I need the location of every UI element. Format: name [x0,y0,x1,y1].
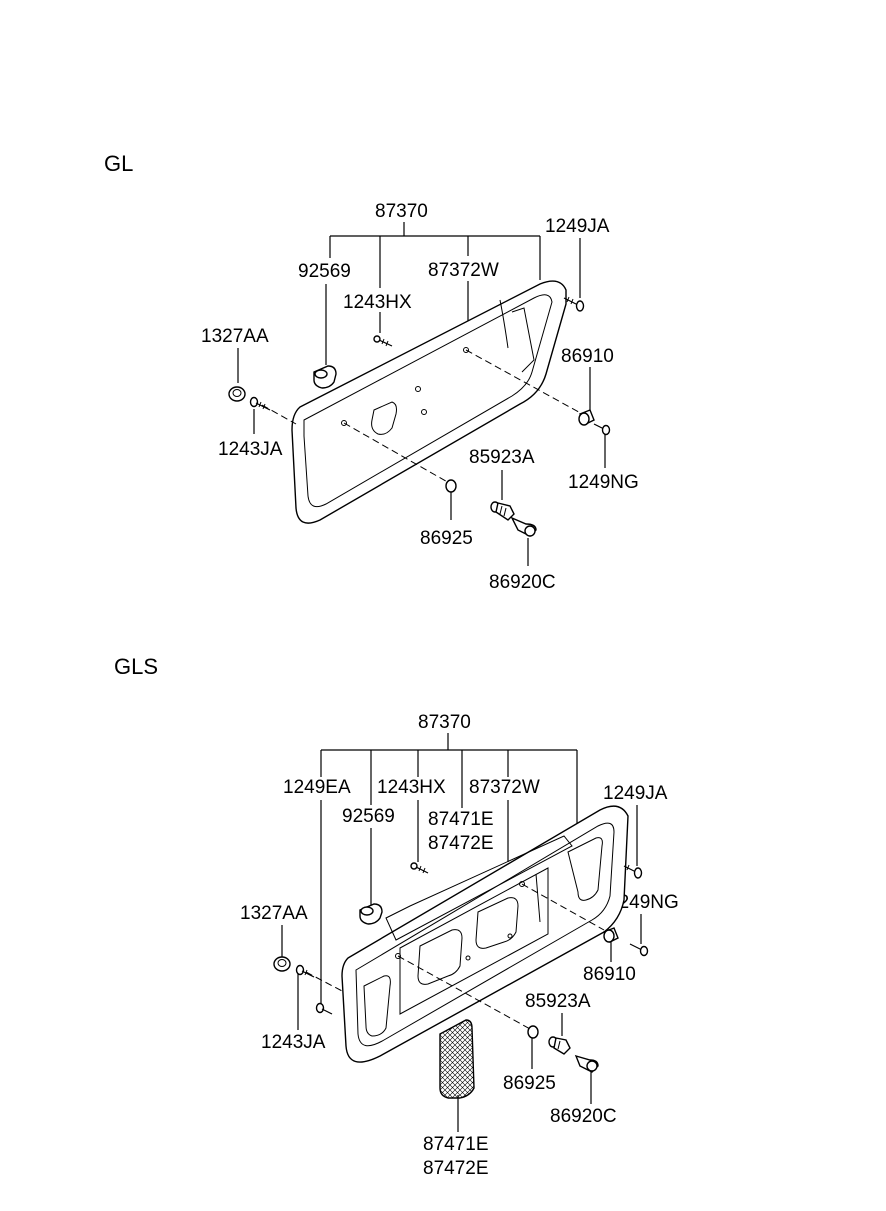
gl-section: GL 87370 1249JA 92569 87372W 1243HX 1327… [104,151,639,593]
gl-grommet-86910 [578,409,595,426]
gls-label-1243hx: 1243HX [377,777,446,798]
gl-label-86925: 86925 [420,528,473,549]
gl-label-85923a: 85923A [469,447,535,468]
gl-label-86920c: 86920C [489,572,556,593]
gls-screw-1243ja [295,964,315,978]
gls-garnish-panel [341,805,629,1063]
gl-screw-1243hx [373,335,393,347]
gls-label-87370: 87370 [418,712,471,733]
gls-label-1327aa: 1327AA [240,903,308,924]
gl-leader-lines [237,222,606,566]
gls-leader-lines [281,733,642,1132]
gls-section: GLS 87370 1249EA 1243HX 87372W 1249JA 92… [114,654,679,1179]
gls-label-86925: 86925 [503,1073,556,1094]
gls-screw-1249ng [629,943,649,957]
gls-label-1249ja: 1249JA [603,783,668,804]
gls-label-1249ea: 1249EA [283,777,351,798]
gls-label-1249ng: 1249NG [608,892,679,913]
gls-bulb-85923a [548,1036,571,1055]
gls-label-87471e: 87471E [428,809,494,830]
gl-label-1327aa: 1327AA [201,326,269,347]
gls-nut-1327aa [273,956,291,972]
gls-lamp-lens-87471e [439,1019,475,1099]
gls-label-87372w: 87372W [469,777,540,798]
gl-label-1243ja: 1243JA [218,439,283,460]
gl-garnish-panel [291,280,567,524]
gls-screw-1243hx [410,862,429,874]
gls-label-87471e-lower: 87471E [423,1134,489,1155]
gl-socket-86920c [510,516,537,537]
gls-label-86920c: 86920C [550,1106,617,1127]
gls-label-87472e: 87472E [428,833,494,854]
gls-label-1243ja: 1243JA [261,1032,326,1053]
gls-label-87472e-lower: 87472E [423,1158,489,1179]
gl-plug-86925 [445,479,457,493]
gl-label-87370: 87370 [375,201,428,222]
gl-label-86910: 86910 [561,346,614,367]
gls-section-title: GLS [114,654,158,679]
gls-socket-86920c [574,1054,599,1073]
gls-screw-1249ja [623,864,643,879]
gl-section-title: GL [104,151,133,176]
gls-plug-86925 [527,1025,539,1039]
gl-screw-1249ja [563,296,585,312]
gl-label-1243hx: 1243HX [343,292,412,313]
gl-clip-92569 [313,365,337,389]
gls-screw-1249ea [315,1002,333,1015]
gls-label-86910: 86910 [583,964,636,985]
gl-screw-1249ng [593,423,611,436]
gls-grommet-86910 [602,927,619,943]
gls-label-85923a: 85923A [525,991,591,1012]
gl-label-87372w: 87372W [428,260,499,281]
gls-clip-92569 [359,903,383,925]
gl-screw-1243ja [249,396,271,411]
gls-label-92569: 92569 [342,806,395,827]
gl-label-1249ja: 1249JA [545,216,610,237]
gl-nut-1327aa [228,386,246,402]
gl-label-92569: 92569 [298,261,351,282]
gl-bulb-85923a [490,501,515,521]
gl-label-1249ng: 1249NG [568,472,639,493]
